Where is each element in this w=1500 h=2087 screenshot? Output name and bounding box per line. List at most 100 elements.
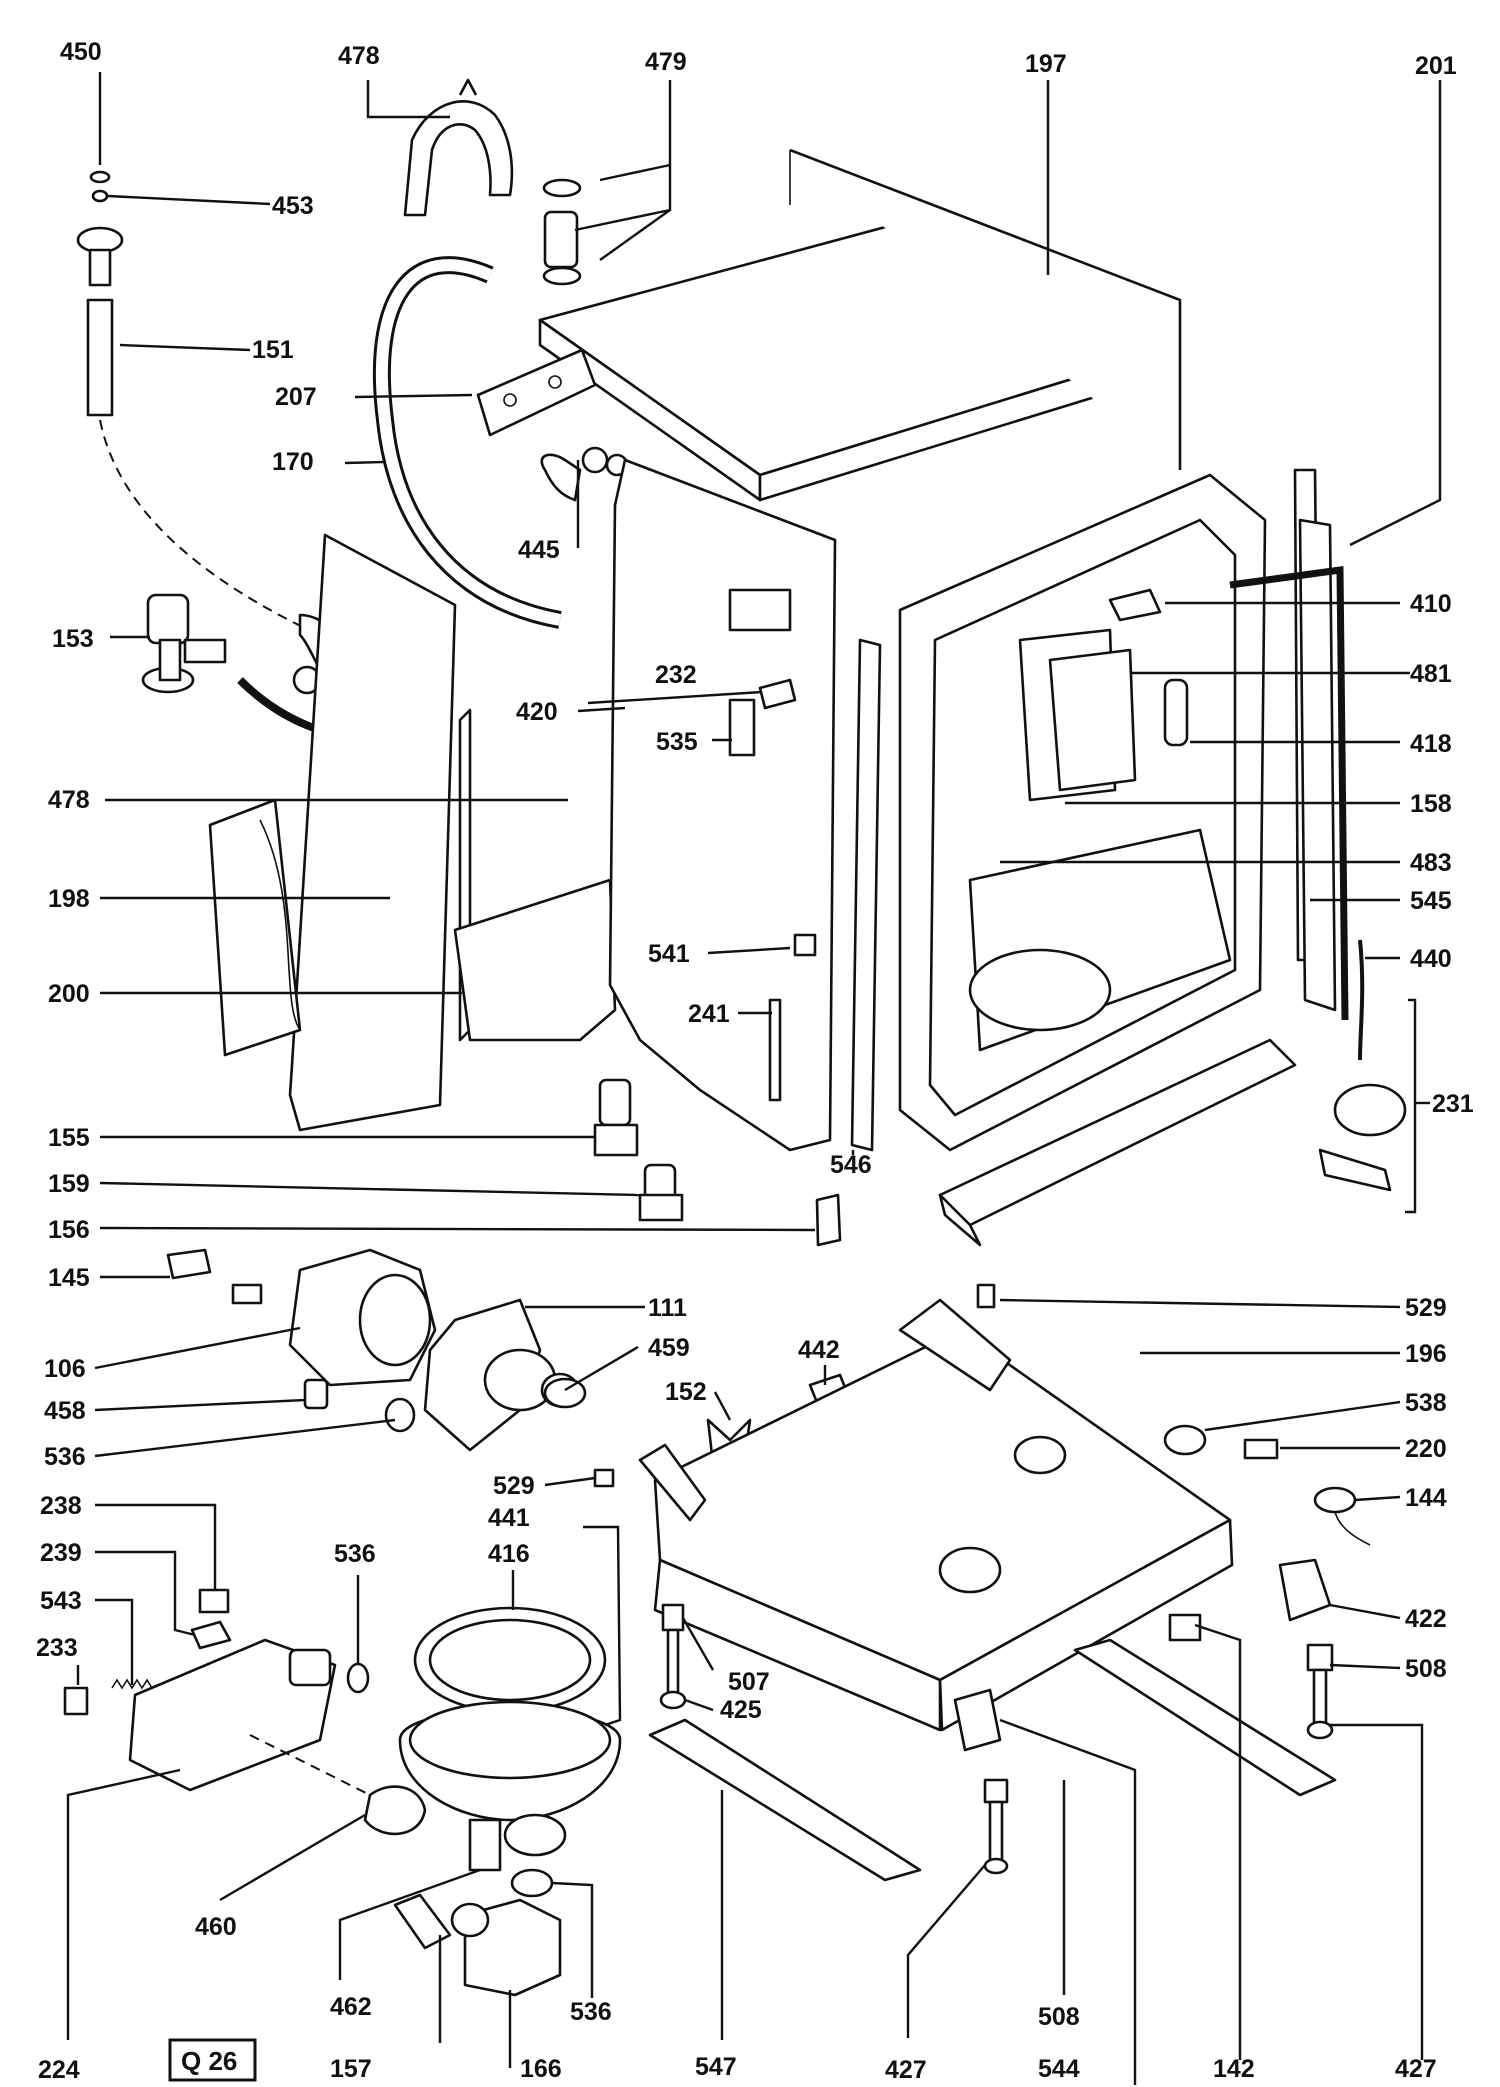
part-197-top-panel [538,148,1182,502]
part-220-switch [1243,1438,1279,1460]
label-507: 507 [728,1668,770,1696]
label-418: 418 [1410,730,1452,758]
part-479-sleeve [542,178,582,286]
label-450: 450 [60,38,102,66]
part-460-gasket [249,1734,427,1836]
part-bottom-strip [938,1038,1297,1247]
label-478-top: 478 [338,42,380,70]
label-233: 233 [36,1634,78,1662]
part-445-elbow [540,446,629,502]
part-151-fill-pipe [76,170,331,641]
label-241: 241 [688,1000,730,1028]
part-156-plate [815,1193,842,1247]
part-508-foot-a [1306,1643,1334,1740]
label-536-b: 536 [334,1540,376,1568]
label-536-c: 536 [570,1998,612,2026]
part-166-drain-pump [450,1898,562,1997]
label-224: 224 [38,2056,80,2084]
label-152: 152 [665,1378,707,1406]
label-200: 200 [48,980,90,1008]
part-543-spring [111,1678,153,1690]
part-536-ring-c [510,1868,554,1898]
label-238: 238 [40,1492,82,1520]
label-541: 541 [648,940,690,968]
label-508-right: 508 [1405,1655,1447,1683]
label-425: 425 [720,1696,762,1724]
label-207: 207 [275,383,317,411]
part-547-rail [648,1718,922,1882]
label-145: 145 [48,1264,90,1292]
label-529-mid: 529 [493,1472,535,1500]
label-460: 460 [195,1913,237,1941]
label-547: 547 [695,2053,737,2081]
part-196-base [638,1298,1234,1732]
part-536-ring-a [384,1397,416,1433]
part-106-pump-housing [288,1248,437,1387]
part-536-ring-b [346,1662,370,1694]
label-155: 155 [48,1124,90,1152]
label-462: 462 [330,1993,372,2021]
label-544: 544 [1038,2055,1080,2083]
label-144: 144 [1405,1484,1447,1512]
label-196: 196 [1405,1340,1447,1368]
part-239-clip [190,1620,232,1650]
part-232-connector [758,678,797,710]
label-427-right: 427 [1395,2055,1437,2083]
part-416-filter-ring [413,1606,607,1714]
part-155-valve [593,1078,639,1157]
label-422: 422 [1405,1605,1447,1633]
label-546: 546 [830,1151,872,1179]
label-416: 416 [488,1540,530,1568]
label-483: 483 [1410,849,1452,877]
part-529-plug-b [593,1468,615,1488]
label-142: 142 [1213,2055,1255,2083]
label-543: 543 [40,1587,82,1615]
label-478-mid: 478 [48,786,90,814]
part-170-drain-hose [372,256,562,629]
label-157: 157 [330,2055,372,2083]
label-536-a: 536 [44,1443,86,1471]
leader-lines [66,72,1442,2085]
label-170: 170 [272,448,314,476]
label-458: 458 [44,1397,86,1425]
part-labels: 450 478 479 197 201 453 151 207 170 445 … [36,38,1474,2084]
label-159: 159 [48,1170,90,1198]
label-198: 198 [48,885,90,913]
label-410: 410 [1410,590,1452,618]
part-241-rod [768,933,817,1102]
part-478-hose-bend [403,78,514,217]
part-441-sump [398,1700,622,1872]
part-420-side-wall [608,458,837,1152]
part-231-pressure-switch [1318,939,1407,1192]
label-111: 111 [648,1294,687,1322]
part-529-plug-a [976,1283,996,1309]
label-538: 538 [1405,1389,1447,1417]
part-159-valve [638,1163,684,1222]
part-198-side-panel [208,533,457,1132]
label-427-mid: 427 [885,2056,927,2084]
part-410-clip [1108,588,1162,622]
label-453: 453 [272,192,314,220]
label-201: 201 [1415,52,1457,80]
part-233-sensor [63,1686,89,1716]
label-508-bottom: 508 [1038,2003,1080,2031]
part-207-bracket [476,348,597,437]
part-546-strip [850,638,882,1152]
label-151: 151 [252,336,294,364]
label-232: 232 [655,661,697,689]
label-106: 106 [44,1355,86,1383]
label-529-top: 529 [1405,1294,1447,1322]
part-544-bracket [953,1688,1002,1752]
diagram-code-box: Q 26 [168,2038,257,2082]
label-442: 442 [798,1336,840,1364]
part-111-pump [423,1298,587,1452]
label-153: 153 [52,625,94,653]
label-481: 481 [1410,660,1452,688]
label-239: 239 [40,1539,82,1567]
label-445: 445 [518,536,560,564]
part-153-inlet-valve [141,593,227,694]
part-201-tube [1229,565,1349,1021]
part-458-bush [303,1378,329,1410]
part-507-foot [659,1603,687,1710]
